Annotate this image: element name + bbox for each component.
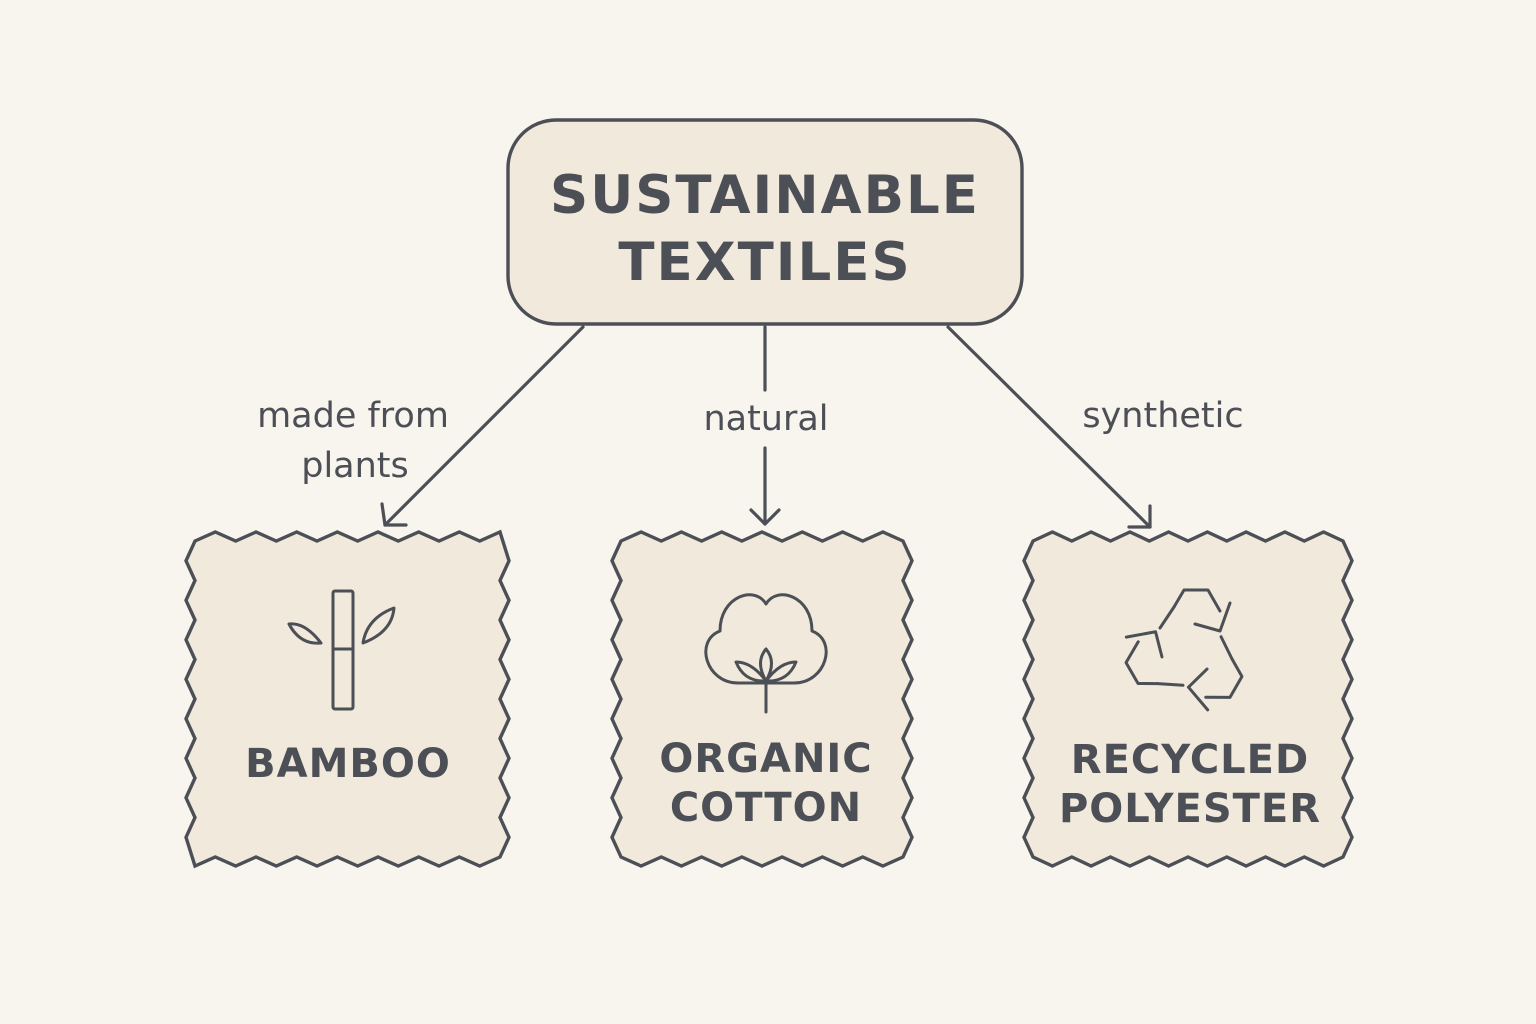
edge-line-bamboo — [383, 325, 585, 527]
recycle-arrow-left — [1124, 630, 1185, 687]
cotton-flower-icon — [704, 593, 828, 714]
edge-polyester: synthetic — [946, 325, 1244, 529]
arrowhead-bamboo — [380, 502, 408, 527]
node-bamboo: BAMBOO — [184, 529, 511, 869]
cotton-boll-outline — [704, 593, 828, 685]
swatch-organic-cotton — [610, 530, 914, 868]
node-label-bamboo: BAMBOO — [245, 741, 451, 787]
node-label-cotton-line-2: COTTON — [670, 785, 862, 831]
recycle-arrow-top-head — [1193, 601, 1232, 633]
recycle-arrow-left-body — [1124, 640, 1160, 686]
root-node: SUSTAINABLE TEXTILES — [506, 118, 1024, 326]
recycle-arrow-right-head — [1186, 667, 1210, 712]
root-title-line-1: SUSTAINABLE — [550, 165, 980, 226]
root-box — [506, 118, 1024, 326]
edge-label-polyester: synthetic — [1082, 396, 1243, 436]
edge-label-bamboo-line-1: made from — [257, 396, 449, 436]
edge-cotton: natural — [703, 325, 829, 526]
node-recycled-polyester: RECYCLED POLYESTER — [1022, 530, 1354, 868]
node-label-polyester-line-2: POLYESTER — [1059, 786, 1321, 832]
arrowhead-cotton — [749, 508, 781, 526]
recycle-arrow-right — [1186, 635, 1244, 712]
swatch-recycled-polyester — [1022, 530, 1354, 868]
edge-label-bamboo-line-2: plants — [301, 446, 409, 486]
recycle-arrow-left-head — [1124, 630, 1164, 659]
recycle-arrow-right-tail — [1219, 635, 1234, 661]
recycle-arrow-right-body — [1204, 657, 1244, 699]
edge-bamboo: made from plants — [257, 325, 585, 527]
recycle-arrow-top-body — [1172, 588, 1222, 613]
recycle-arrow-top-tail — [1158, 605, 1176, 630]
arrowhead-polyester — [1127, 504, 1152, 529]
bamboo-icon — [287, 589, 396, 711]
node-label-cotton-line-1: ORGANIC — [659, 736, 872, 782]
recycle-arrow-top — [1158, 588, 1232, 633]
swatch-bamboo — [184, 529, 511, 869]
bamboo-leaf-right — [361, 606, 396, 645]
root-title-line-2: TEXTILES — [618, 232, 911, 293]
node-organic-cotton: ORGANIC COTTON — [610, 530, 914, 868]
edge-line-polyester — [946, 325, 1152, 529]
bamboo-leaf-left — [287, 622, 323, 645]
node-label-polyester-line-1: RECYCLED — [1071, 737, 1309, 783]
edge-label-cotton: natural — [703, 399, 828, 439]
recycle-icon — [1124, 588, 1244, 712]
recycle-arrow-left-tail — [1156, 682, 1185, 687]
